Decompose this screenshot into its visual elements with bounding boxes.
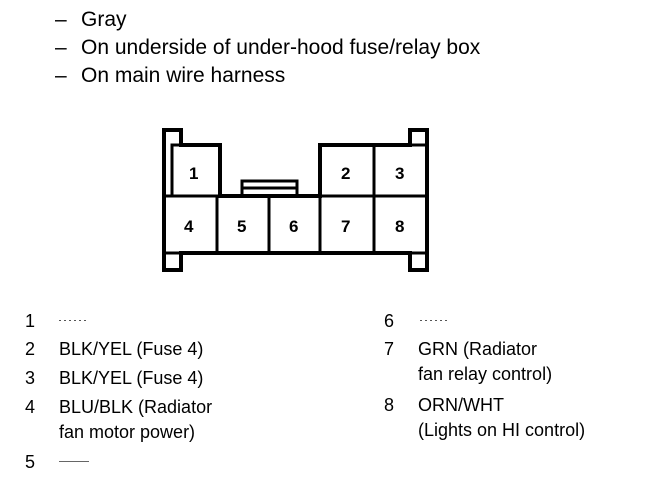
cavity-label-4: 4 xyxy=(184,217,194,236)
pin-description: GRN (Radiator xyxy=(418,339,538,359)
unused-pin-mark xyxy=(59,320,87,321)
description-text: On underside of under-hood fuse/relay bo… xyxy=(81,36,481,59)
pin-number: 4 xyxy=(25,397,36,417)
connector-housing xyxy=(162,128,429,272)
description-line-2: –On underside of under-hood fuse/relay b… xyxy=(55,37,480,58)
pin-number: 8 xyxy=(384,395,395,415)
cavity-label-1: 1 xyxy=(189,164,198,183)
pin-description: BLK/YEL (Fuse 4) xyxy=(59,339,204,359)
pin-number: 1 xyxy=(25,311,36,331)
description-text: On main wire harness xyxy=(81,64,286,87)
pin-number: 7 xyxy=(384,339,395,359)
pin-description: BLK/YEL (Fuse 4) xyxy=(59,368,204,388)
cavity-label-2: 2 xyxy=(341,164,350,183)
cavity-label-7: 7 xyxy=(341,217,350,236)
cavity-label-5: 5 xyxy=(237,217,246,236)
pin-number: 6 xyxy=(384,311,395,331)
pin-description-cont: fan relay control) xyxy=(418,364,553,384)
unused-pin-mark xyxy=(59,461,89,462)
pin-number: 5 xyxy=(25,452,36,472)
connector-diagram: 1 2 3 4 5 6 7 8 xyxy=(162,128,429,272)
dash: – xyxy=(55,8,67,31)
unused-pin-mark xyxy=(420,320,450,321)
pin-description-cont: (Lights on HI control) xyxy=(418,420,586,440)
cavity-label-6: 6 xyxy=(289,217,298,236)
pin-number: 3 xyxy=(25,368,36,388)
pin-number: 2 xyxy=(25,339,36,359)
description-line-3: –On main wire harness xyxy=(55,65,285,86)
pin-description-cont: fan motor power) xyxy=(59,422,196,442)
cavity-label-8: 8 xyxy=(395,217,404,236)
description-text: Gray xyxy=(81,8,127,31)
dash: – xyxy=(55,36,67,59)
pin-description: BLU/BLK (Radiator xyxy=(59,397,213,417)
description-line-1: –Gray xyxy=(55,9,127,30)
dash: – xyxy=(55,64,67,87)
pin-description: ORN/WHT xyxy=(418,395,504,415)
cavity-label-3: 3 xyxy=(395,164,404,183)
cavity-8 xyxy=(372,194,429,255)
